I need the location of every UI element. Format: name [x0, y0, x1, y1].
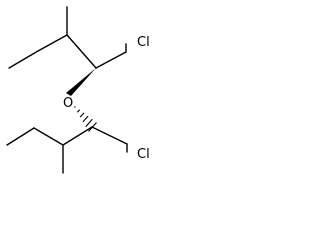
- bond-stereocenter-to-ch2-upper: [95, 51, 127, 69]
- bond-ethyl-lower: [33, 127, 64, 146]
- bond-ethyl-upper: [37, 34, 68, 52]
- bond-ethyl-terminal-upper: [8, 50, 39, 69]
- wedge-bond-upper-stereocenter: [66, 68, 96, 96]
- bond-stereocenter-to-ch2-lower: [91, 126, 128, 145]
- atom-label-chlorine-bottom: Cl: [137, 147, 150, 162]
- hashed-wedge-bond-lower-stereocenter: [74, 106, 97, 132]
- bond-stereocenter-to-branch-lower: [62, 126, 93, 146]
- atom-label-oxygen: O: [63, 96, 73, 111]
- bond-ethyl-terminal-lower: [6, 127, 35, 146]
- chemical-structure-diagram: O Cl Cl: [6, 6, 150, 174]
- bond-branch-to-stereocenter-upper: [66, 34, 97, 69]
- atom-label-chlorine-top: Cl: [137, 35, 150, 50]
